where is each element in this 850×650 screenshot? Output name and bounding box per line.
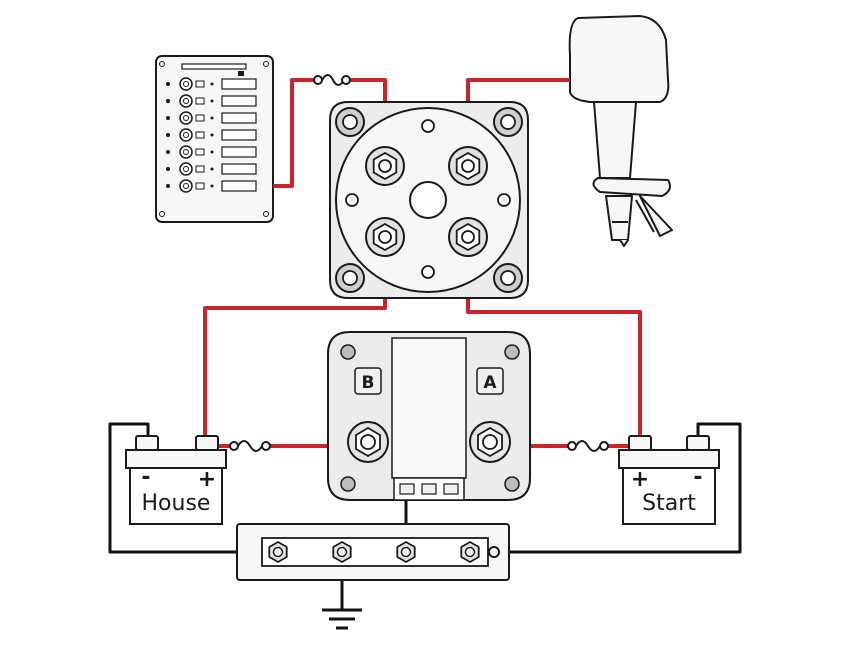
- face-screw: [497, 193, 511, 207]
- mount-bolt: [335, 263, 365, 293]
- acr-port-a-label: A: [483, 373, 497, 393]
- start-battery-label: Start: [642, 491, 696, 516]
- acr-terminal-b: [347, 421, 389, 463]
- switch-terminal: [448, 217, 488, 257]
- switch-terminal: [365, 146, 405, 186]
- panel-switch-row: [166, 94, 257, 108]
- switch-terminal: [448, 146, 488, 186]
- house-battery: - + House: [125, 435, 227, 525]
- switch-panel-icon: [155, 55, 274, 223]
- start-battery-minus: -: [693, 465, 702, 490]
- house-battery-plus: +: [198, 467, 216, 492]
- bus-bar-stud: [332, 540, 352, 564]
- mount-bolt: [493, 107, 523, 137]
- bus-bar-stud: [396, 540, 416, 564]
- fuse-icon: [229, 440, 271, 452]
- panel-switch-row: [166, 162, 257, 176]
- panel-switch-row: [166, 77, 257, 91]
- fuse-icon: [313, 74, 351, 86]
- panel-switch-row: [166, 111, 257, 125]
- start-negative-wire: [494, 422, 742, 554]
- fuse-icon: [567, 440, 609, 452]
- battery-switch-icon: [329, 101, 529, 299]
- house-negative-wire: [108, 422, 272, 554]
- bus-bar-stud: [268, 540, 288, 564]
- mount-bolt: [335, 107, 365, 137]
- panel-feed-wire: [273, 78, 316, 188]
- bus-bar-stud: [460, 540, 480, 564]
- switch-terminal: [365, 217, 405, 257]
- face-screw: [421, 119, 435, 133]
- ground-icon: [322, 608, 362, 630]
- house-battery-label: House: [142, 491, 211, 516]
- face-screw: [421, 265, 435, 279]
- panel-switch-row: [166, 145, 257, 159]
- start-battery: + - Start: [618, 435, 720, 525]
- house-battery-minus: -: [141, 465, 150, 490]
- outboard-motor-icon: [568, 15, 673, 247]
- bus-bar-end-stud: [488, 546, 500, 558]
- face-screw: [345, 193, 359, 207]
- acr-port-b-label: B: [362, 373, 375, 393]
- bus-bar-icon: [236, 523, 510, 581]
- mount-bolt: [493, 263, 523, 293]
- start-battery-plus: +: [631, 467, 649, 492]
- acr-relay: B A: [327, 331, 531, 501]
- acr-terminal-a: [469, 421, 511, 463]
- panel-switch-row: [166, 179, 257, 193]
- panel-switch-row: [166, 128, 257, 142]
